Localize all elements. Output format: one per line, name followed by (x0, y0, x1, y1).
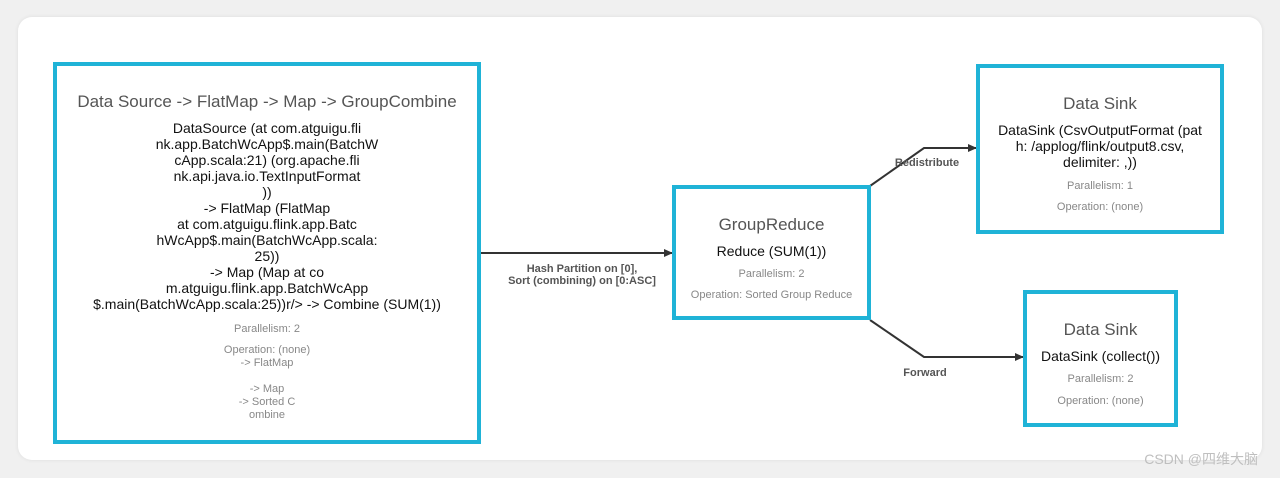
node-title: Data Sink (1063, 320, 1138, 339)
edge-forward (869, 319, 1024, 361)
watermark: CSDN @四维大脑 (1144, 451, 1258, 467)
node-operation: Operation: (none) (1057, 395, 1144, 407)
node-parallelism: Parallelism: 2 (233, 323, 301, 335)
node-data-sink-collect[interactable]: Data Sink DataSink (collect()) Paralleli… (1023, 290, 1178, 427)
node-description: DataSink (CsvOutputFormat (pat h: /applo… (998, 122, 1202, 170)
node-title: Data Source -> FlatMap -> Map -> GroupCo… (77, 92, 457, 111)
node-data-sink-csv[interactable]: Data Sink DataSink (CsvOutputFormat (pat… (976, 64, 1224, 234)
node-operation: Operation: (none) (1056, 201, 1144, 213)
node-parallelism: Parallelism: 2 (738, 268, 805, 280)
node-title: GroupReduce (718, 215, 825, 234)
node-title: Data Sink (1063, 94, 1137, 113)
node-group-reduce[interactable]: GroupReduce Reduce (SUM(1)) Parallelism:… (672, 185, 871, 320)
edge-label-hash-2: Sort (combining) on [0:ASC] (508, 275, 656, 287)
edge-label-hash-1: Hash Partition on [0], (527, 263, 638, 275)
node-description: Reduce (SUM(1)) (716, 243, 827, 259)
node-parallelism: Parallelism: 1 (1066, 180, 1134, 192)
node-data-source[interactable]: Data Source -> FlatMap -> Map -> GroupCo… (53, 62, 481, 444)
node-description: DataSink (collect()) (1040, 348, 1161, 364)
node-parallelism: Parallelism: 2 (1067, 373, 1134, 385)
edge-label-forward: Forward (903, 367, 946, 379)
node-operation: Operation: Sorted Group Reduce (690, 289, 853, 301)
edge-redistribute (869, 144, 977, 187)
edge-label-redistribute: Redistribute (895, 157, 959, 169)
node-description: DataSource (at com.atguigu.fli nk.app.Ba… (93, 120, 441, 312)
node-operation: Operation: (none) -> FlatMap -> Map -> S… (223, 344, 311, 421)
